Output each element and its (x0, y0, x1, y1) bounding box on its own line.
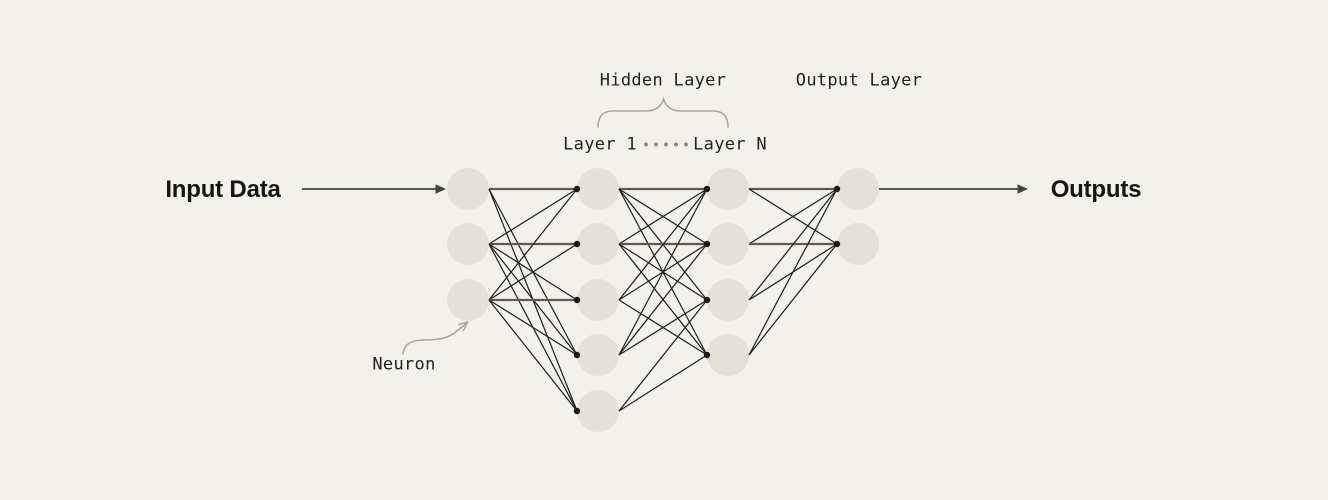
connection-line (618, 188, 708, 356)
synapse-dot (833, 185, 841, 193)
neuron-pointer-curve (402, 321, 469, 355)
neuron-input (447, 279, 489, 321)
layer-1-label: Layer 1 (563, 134, 637, 155)
neuron-hidden-layer-1 (577, 334, 619, 376)
connection-line (748, 188, 838, 245)
connection-line (618, 354, 708, 412)
connection-line (618, 243, 708, 356)
synapse-dot (703, 185, 711, 193)
synapse-dot (573, 240, 581, 248)
synapse-dot (703, 296, 711, 304)
outputs-label: Outputs (1050, 176, 1142, 203)
neuron-hidden-layer-1 (577, 279, 619, 321)
connection-line (618, 188, 708, 245)
neuron-output (837, 223, 879, 265)
connection-line (488, 243, 578, 301)
separator-dot (654, 142, 658, 147)
synapse-dot (833, 240, 841, 248)
separator-dot (664, 142, 668, 147)
layer-n-label: Layer N (693, 134, 767, 155)
network-graph (447, 168, 879, 432)
neuron-hidden-layer-1 (577, 390, 619, 432)
connection-line (488, 299, 578, 356)
synapse-dot (573, 296, 581, 304)
neuron-hidden-layer-1 (577, 223, 619, 265)
connection-line (618, 188, 708, 301)
neuron-label: Neuron (372, 354, 436, 375)
separator-dot (644, 142, 648, 147)
hidden-layer-label: Hidden Layer (599, 70, 727, 91)
connection-line (748, 188, 838, 356)
output-arrowhead-icon (1017, 184, 1028, 194)
output-arrow (879, 184, 1028, 194)
synapse-dot (573, 185, 581, 193)
connection-line (618, 299, 708, 412)
separator-dot (674, 142, 678, 147)
connection-line (488, 188, 578, 245)
neuron-hidden-layer-1 (577, 168, 619, 210)
neuron-hidden-layer-n (707, 168, 749, 210)
neuron-hidden-layer-n (707, 279, 749, 321)
synapse-dot (573, 351, 581, 359)
connection-line (488, 299, 578, 412)
input-data-label: Input Data (165, 176, 281, 203)
neuron-pointer-arrow (402, 321, 469, 355)
layer-separator-dots-icon (644, 142, 688, 147)
connection-line (488, 188, 578, 301)
neuron-output (837, 168, 879, 210)
neuron-hidden-layer-n (707, 223, 749, 265)
synapse-dot (703, 240, 711, 248)
connection-line (748, 243, 838, 356)
neuron-input (447, 223, 489, 265)
input-arrow (302, 184, 446, 194)
neuron-input (447, 168, 489, 210)
synapse-dot (703, 351, 711, 359)
separator-dot (684, 142, 688, 147)
input-arrowhead-icon (435, 184, 446, 194)
connection-line (748, 188, 838, 301)
neuron-hidden-layer-n (707, 334, 749, 376)
neuron-pointer-arrowhead-icon (458, 321, 469, 332)
synapse-dot (573, 407, 581, 415)
connection-line (618, 299, 708, 356)
hidden-layer-brace (597, 96, 729, 128)
output-layer-label: Output Layer (795, 70, 923, 91)
